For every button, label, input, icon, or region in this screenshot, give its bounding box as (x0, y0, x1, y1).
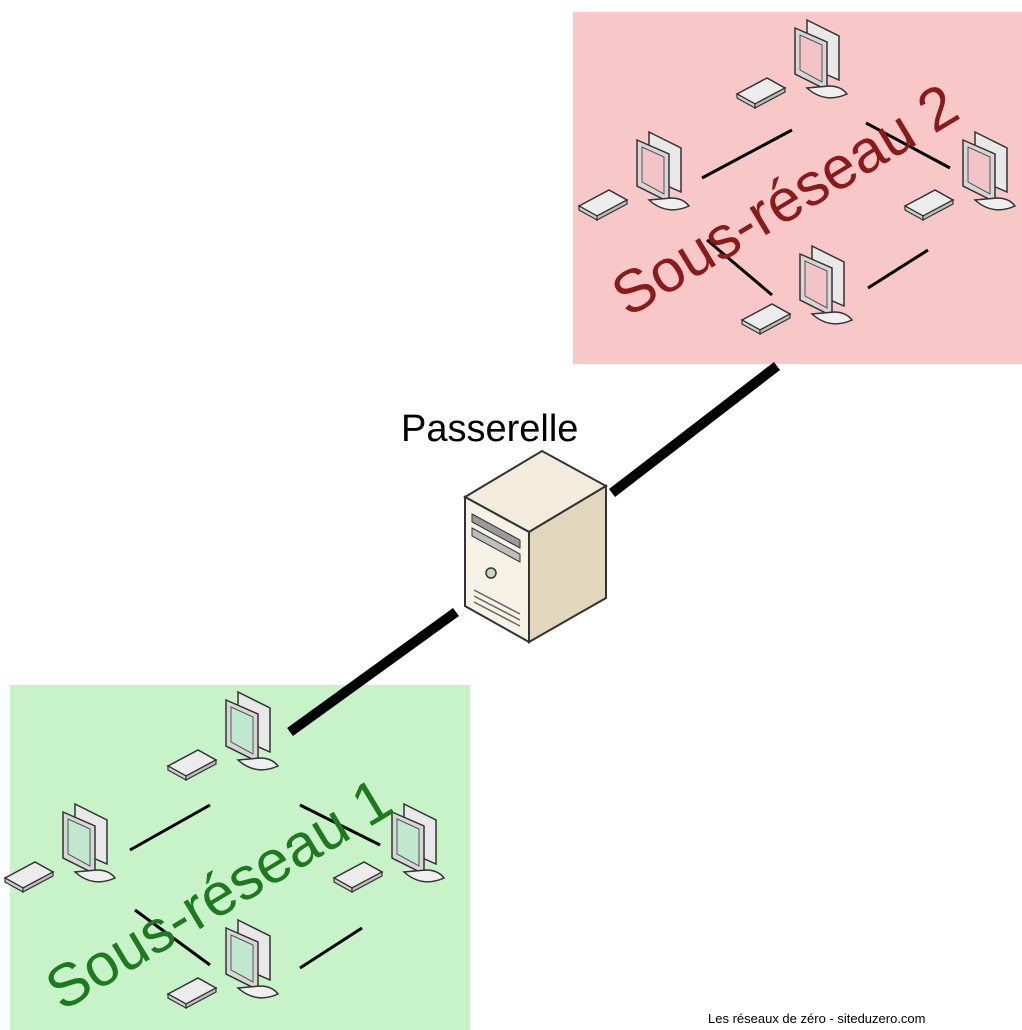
subnet-2: Sous-réseau 2 (573, 12, 1022, 364)
footer-credit: Les réseaux de zéro - siteduzero.com (708, 1011, 926, 1026)
gateway-links (287, 362, 781, 737)
link-gateway-subnet-1 (287, 607, 459, 737)
gateway-label: Passerelle (401, 408, 578, 450)
link-gateway-subnet-2 (608, 362, 781, 497)
subnet-2-links (701, 121, 951, 297)
subnet-1: Sous-réseau 1 (4, 685, 470, 1030)
server-tower-icon (462, 449, 609, 644)
subnet-1-links (129, 803, 381, 970)
